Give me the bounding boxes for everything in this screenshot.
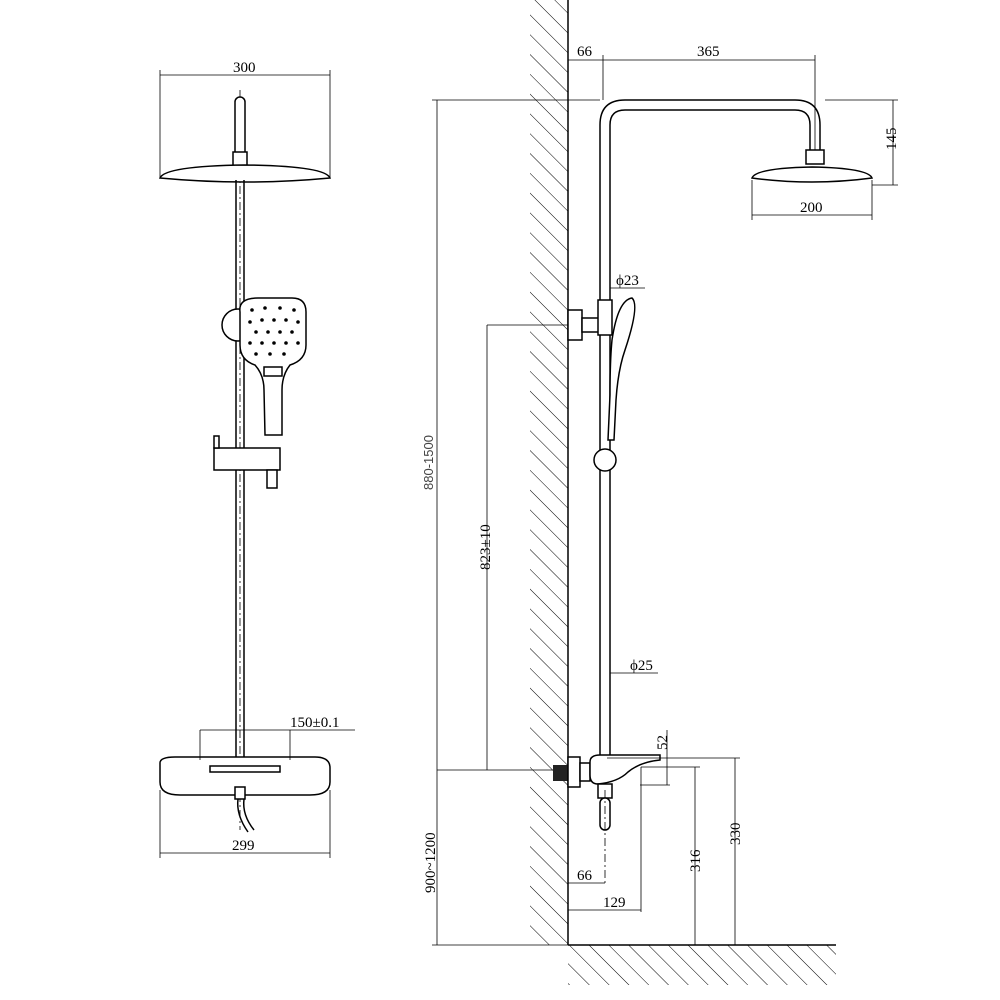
side-slide-knob — [593, 448, 617, 472]
dim-mixer-width: 299 — [232, 838, 255, 854]
dim-spout-floor: 316 — [688, 849, 704, 872]
mode-button — [263, 366, 283, 377]
side-view: 66 365 145 200 ϕ23 ϕ25 880-1500 823±10 9… — [421, 0, 900, 985]
dim-pole-diameter: ϕ25 — [630, 658, 653, 674]
inlet-fitting — [553, 765, 568, 781]
dim-install-height: 900~1200 — [423, 832, 439, 893]
dim-inlet-offset: 66 — [577, 868, 593, 884]
arm-connector — [232, 151, 248, 167]
dim-total-height: 880-1500 — [421, 435, 436, 490]
dim-head-width: 300 — [233, 60, 256, 76]
front-view: 300 150±0.1 299 — [158, 60, 355, 858]
dim-head-drop: 145 — [884, 128, 900, 151]
spray-nozzles — [248, 306, 300, 356]
dim-arm-reach: 365 — [697, 44, 720, 60]
wall-bracket — [567, 309, 583, 341]
floor-hatch — [568, 945, 836, 985]
dim-head-diameter: 200 — [800, 200, 823, 216]
side-overhead-head — [750, 166, 874, 183]
dim-spout-height: 52 — [655, 735, 671, 750]
dim-mixer-height: 330 — [728, 823, 744, 846]
wall-hatch — [530, 0, 568, 945]
slide-holder — [213, 447, 281, 471]
thermostatic-mixer — [159, 756, 331, 796]
dim-spout-reach: 129 — [603, 895, 626, 911]
dim-arm-diameter: ϕ23 — [616, 273, 639, 289]
side-hand-shower — [607, 297, 636, 441]
dim-mixer-spacing: 150±0.1 — [290, 715, 339, 731]
overhead-shower-head — [158, 164, 332, 183]
riser-pipe — [599, 99, 821, 760]
dim-bracket-height: 823±10 — [478, 524, 494, 570]
shower-arm — [234, 96, 246, 158]
side-mixer — [589, 754, 661, 785]
dim-wall-to-pole: 66 — [577, 44, 593, 60]
